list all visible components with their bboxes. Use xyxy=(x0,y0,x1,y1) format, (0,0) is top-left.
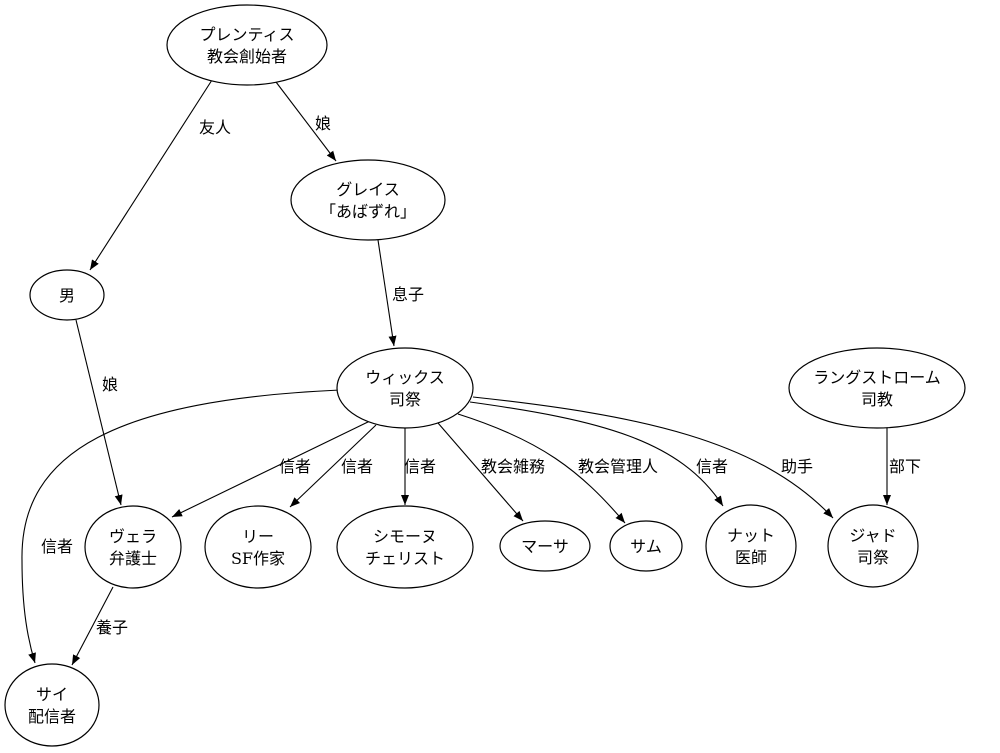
edge-label: 部下 xyxy=(889,457,921,476)
node-lee: リー SF作家 xyxy=(204,505,312,589)
edge-wicks-to-martha: 教会雑務 xyxy=(437,422,545,522)
edge-label: 友人 xyxy=(199,118,231,137)
node-ellipse xyxy=(705,504,797,588)
edge-vera-to-cy: 養子 xyxy=(71,586,128,666)
node-ellipse xyxy=(788,347,966,429)
node-name: グレイス xyxy=(336,180,400,199)
node-role: 司教 xyxy=(861,390,893,409)
edge-wicks-to-jud: 助手 xyxy=(472,396,834,519)
edge-arrow xyxy=(472,396,834,519)
node-ellipse xyxy=(609,520,683,572)
node-grace: グレイス「あばずれ」 xyxy=(290,159,446,241)
edge-wicks-to-sam: 教会管理人 xyxy=(457,413,658,524)
edge-arrow xyxy=(457,413,626,524)
edge-wicks-to-lee: 信者 xyxy=(289,424,377,508)
edge-label: 教会管理人 xyxy=(578,457,658,476)
edge-grace-to-wicks: 息子 xyxy=(377,239,424,347)
node-role: 配信者 xyxy=(28,707,76,726)
node-role: SF作家 xyxy=(231,549,285,568)
node-name: ラングストローム xyxy=(813,368,941,387)
edge-label: 信者 xyxy=(279,457,311,476)
node-sam: サム xyxy=(609,520,683,572)
edge-label: 娘 xyxy=(102,375,118,394)
node-ellipse xyxy=(827,504,919,588)
node-name: サイ xyxy=(36,685,68,704)
node-role: 司祭 xyxy=(389,390,421,409)
edge-label: 息子 xyxy=(392,285,424,304)
edge-arrow xyxy=(289,424,377,508)
edge-arrow xyxy=(75,319,123,506)
node-name: サム xyxy=(630,537,662,556)
node-role: チェリスト xyxy=(365,549,445,568)
edge-label: 信者 xyxy=(41,537,73,556)
edge-arrow xyxy=(21,389,341,664)
edge-wicks-to-nat: 信者 xyxy=(469,401,728,507)
node-role: 弁護士 xyxy=(109,549,157,568)
edge-arrow xyxy=(71,586,114,666)
edge-label: 信者 xyxy=(404,457,436,476)
node-man: 男 xyxy=(29,269,105,321)
edge-man-to-vera: 娘 xyxy=(75,319,123,506)
edge-label: 信者 xyxy=(341,457,373,476)
node-ellipse xyxy=(4,663,100,747)
edge-arrow xyxy=(89,79,213,271)
node-role: 教会創始者 xyxy=(207,47,287,66)
node-name: プレンティス xyxy=(199,25,294,44)
edge-arrow xyxy=(377,239,397,347)
node-ellipse xyxy=(499,520,591,572)
edge-arrow xyxy=(275,81,337,162)
edge-wicks-to-vera: 信者 xyxy=(171,419,373,518)
node-name: 男 xyxy=(59,286,75,305)
edge-arrow xyxy=(171,419,373,518)
node-name: マーサ xyxy=(521,537,569,556)
node-name: ジャド xyxy=(849,526,896,545)
node-role: 司祭 xyxy=(857,548,889,567)
edge-label: 信者 xyxy=(696,457,728,476)
node-ellipse xyxy=(29,269,105,321)
edge-label: 助手 xyxy=(781,457,813,476)
node-ellipse xyxy=(336,505,474,589)
node-role: 医師 xyxy=(735,548,767,567)
edge-prentice-to-man: 友人 xyxy=(89,79,231,271)
node-name: ヴェラ xyxy=(109,527,157,546)
edge-prentice-to-grace: 娘 xyxy=(275,81,337,162)
node-role: 「あばずれ」 xyxy=(320,202,416,221)
node-ellipse xyxy=(204,505,312,589)
edge-label: 教会雑務 xyxy=(481,457,545,476)
node-ellipse xyxy=(166,4,328,86)
node-name: シモーヌ xyxy=(373,527,437,546)
edge-arrow xyxy=(469,401,724,507)
edge-label: 養子 xyxy=(96,618,128,637)
edge-wicks-to-simone: 信者 xyxy=(401,428,436,505)
node-ellipse xyxy=(336,347,474,429)
node-name: ナット xyxy=(727,526,775,545)
edge-arrow xyxy=(437,422,524,522)
node-name: ウィックス xyxy=(365,368,445,387)
node-martha: マーサ xyxy=(499,520,591,572)
edge-langstrom-to-jud: 部下 xyxy=(883,428,921,505)
node-ellipse xyxy=(84,505,182,589)
edge-wicks-to-cy: 信者 xyxy=(21,389,341,664)
node-ellipse xyxy=(290,159,446,241)
edge-label: 娘 xyxy=(315,114,331,133)
node-name: リー xyxy=(242,527,274,546)
